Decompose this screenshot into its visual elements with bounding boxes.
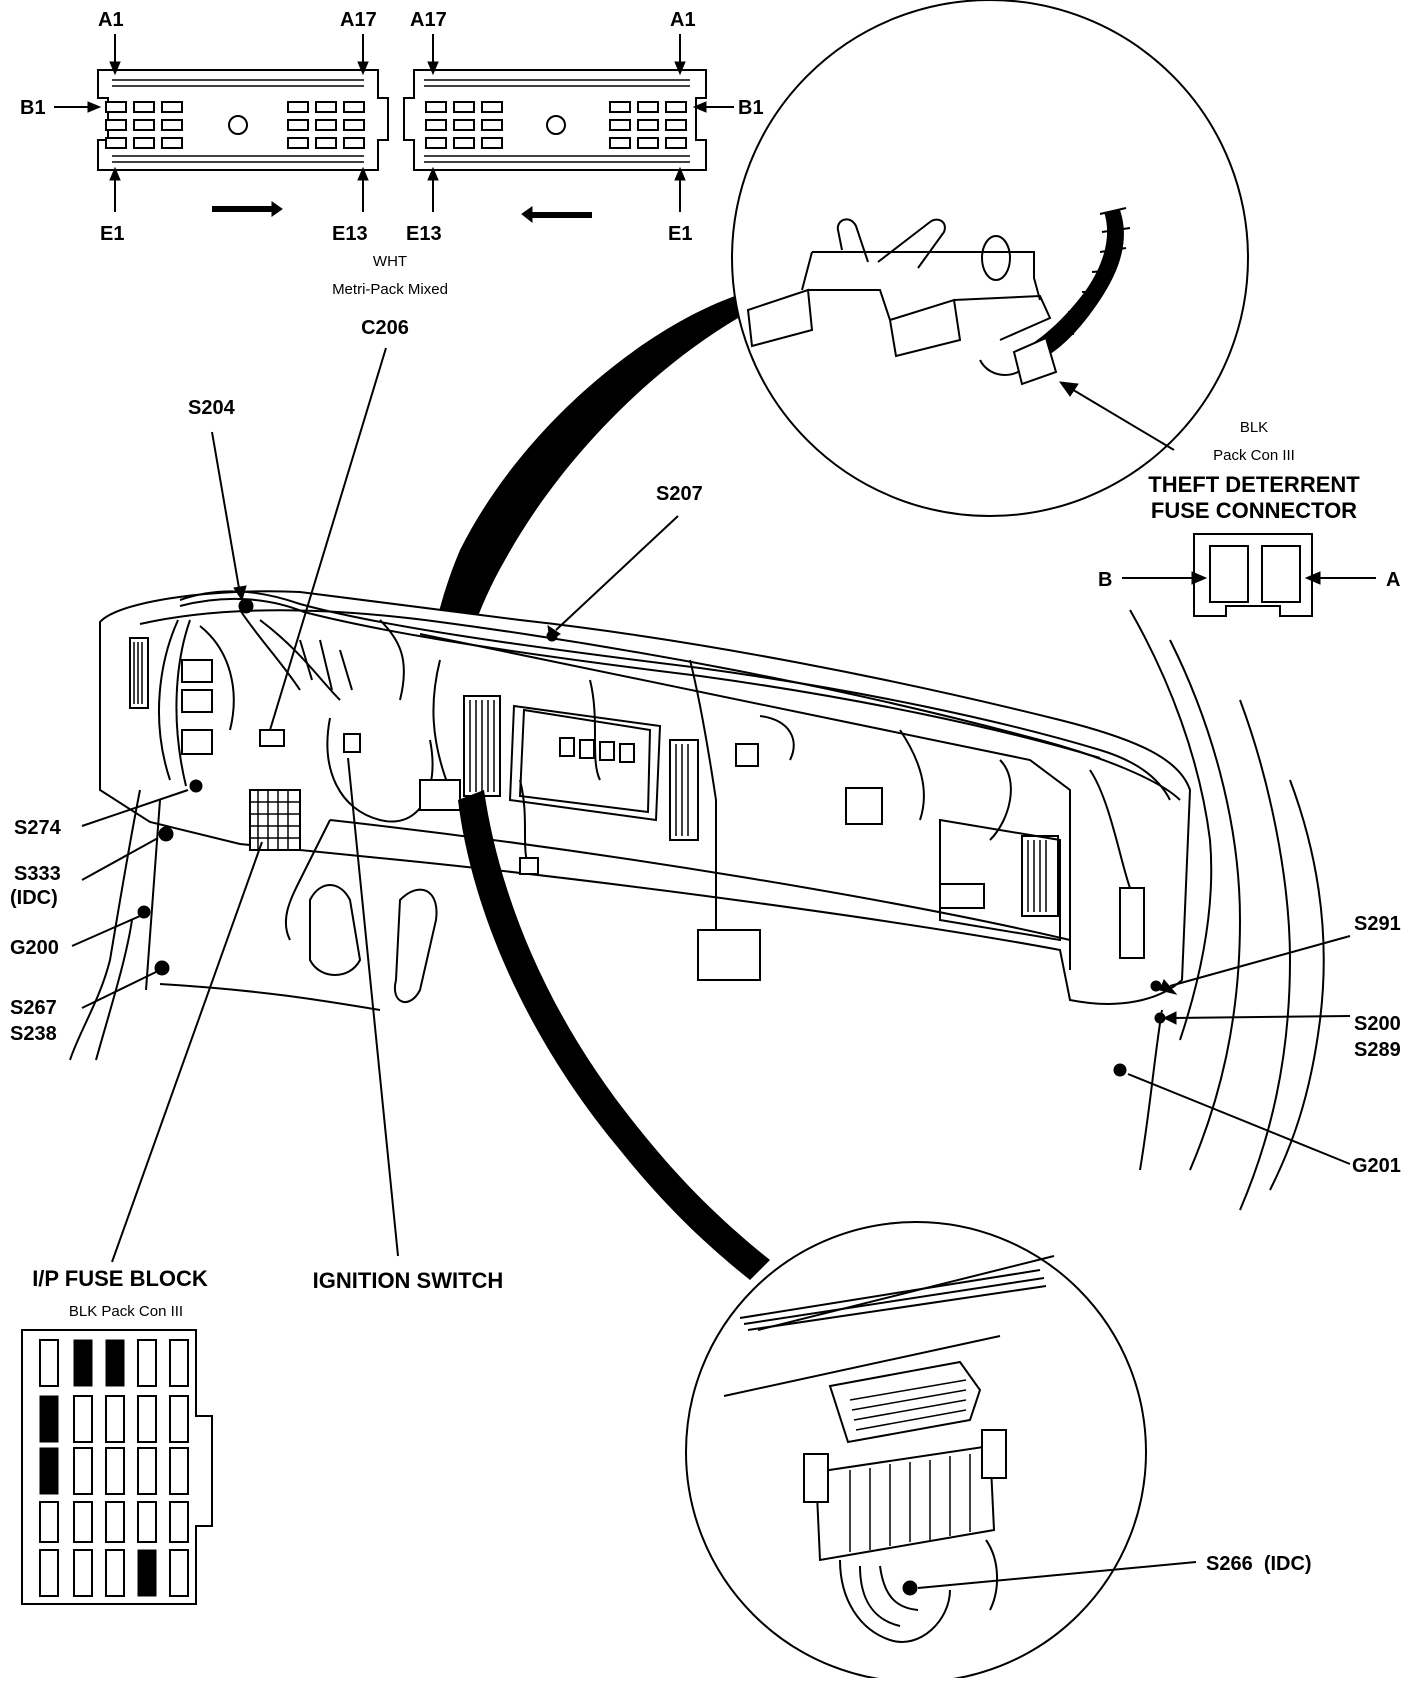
theft-connector-color: BLK — [1240, 419, 1268, 436]
label-s200: S200 — [1354, 1013, 1401, 1035]
label-s333: S333 — [14, 863, 61, 885]
theft-pin-a: A — [1386, 569, 1400, 591]
fuse-block-subtitle: BLK Pack Con III — [69, 1303, 183, 1320]
splice-labels: S204 S207 S274 S333 (IDC) G200 S267 S238… — [10, 397, 1401, 1177]
theft-connector-type: Pack Con III — [1213, 447, 1295, 464]
connector-pointer-arrows — [54, 34, 734, 224]
detail-circle-bottom: S266 (IDC) — [458, 790, 1312, 1683]
connector-type: Metri-Pack Mixed — [332, 281, 448, 298]
connector-color: WHT — [373, 253, 407, 270]
label-s333-idc: (IDC) — [10, 887, 58, 909]
theft-deterrent-connector: BLK Pack Con III THEFT DETERRENT FUSE CO… — [1098, 419, 1400, 617]
theft-connector-title-2: FUSE CONNECTOR — [1151, 498, 1357, 523]
label-s291: S291 — [1354, 913, 1401, 935]
panel-fuse-block — [249, 789, 301, 851]
label-s204: S204 — [188, 397, 236, 419]
theft-pin-b: B — [1098, 569, 1112, 591]
label-right-b1: B1 — [738, 97, 764, 119]
label-s289: S289 — [1354, 1039, 1401, 1061]
splice-markers — [137, 598, 1166, 1077]
label-s274: S274 — [14, 817, 62, 839]
label-right-a17: A17 — [410, 9, 447, 31]
connector-id-c206: C206 — [361, 317, 409, 339]
ip-fuse-block-detail: I/P FUSE BLOCK BLK Pack Con III — [21, 1266, 213, 1605]
ignition-switch-label: IGNITION SWITCH — [313, 1268, 504, 1293]
label-s266: S266 (IDC) — [1206, 1553, 1312, 1575]
connector-c206-left — [97, 69, 389, 171]
instrument-panel — [69, 590, 1325, 1211]
label-s207: S207 — [656, 483, 703, 505]
label-s238: S238 — [10, 1023, 57, 1045]
label-left-a17: A17 — [340, 9, 377, 31]
leader-lines — [71, 347, 1351, 1263]
connector-labels: A1 A17 A17 A1 B1 B1 E1 E13 E13 E1 WHT Me… — [20, 9, 764, 339]
label-right-e13: E13 — [406, 223, 442, 245]
label-g201: G201 — [1352, 1155, 1401, 1177]
connector-left-cavities — [105, 101, 365, 149]
label-g200: G200 — [10, 937, 59, 959]
connector-c206-right — [403, 69, 707, 171]
label-left-e13: E13 — [332, 223, 368, 245]
fuse-block-title: I/P FUSE BLOCK — [32, 1266, 208, 1291]
label-left-a1: A1 — [98, 9, 124, 31]
label-s267: S267 — [10, 997, 57, 1019]
label-right-a1: A1 — [670, 9, 696, 31]
fuse-grid — [39, 1339, 189, 1597]
label-left-b1: B1 — [20, 97, 46, 119]
label-right-e1: E1 — [668, 223, 692, 245]
detail-circle-top — [420, 0, 1249, 770]
label-left-e1: E1 — [100, 223, 124, 245]
theft-connector-title-1: THEFT DETERRENT — [1148, 472, 1360, 497]
